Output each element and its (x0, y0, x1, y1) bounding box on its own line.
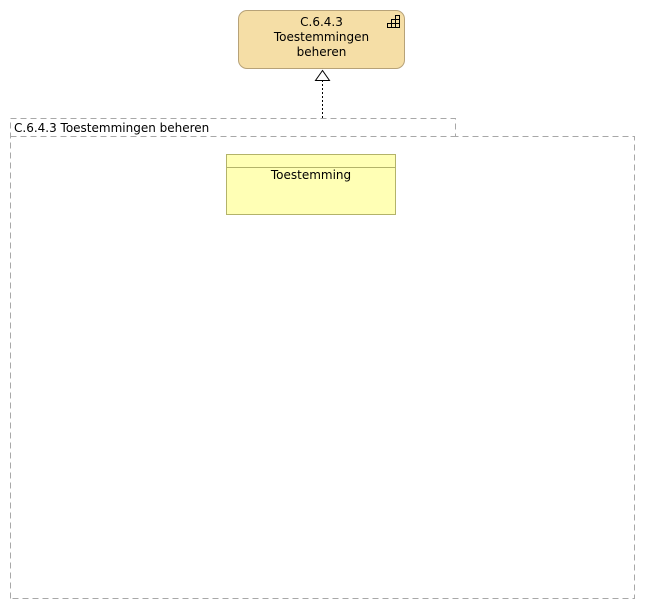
business-object-label: Toestemming (270, 168, 352, 182)
grouping-label: C.6.4.3 Toestemmingen beheren (14, 121, 210, 135)
capability-label-line-2: Toestemmingen (273, 30, 370, 44)
capability-label: C.6.4.3 Toestemmingen beheren (257, 15, 386, 60)
capability-icon (387, 15, 400, 28)
capability-element[interactable]: C.6.4.3 Toestemmingen beheren (238, 10, 405, 69)
capability-label-line-1: C.6.4.3 (300, 15, 343, 29)
business-object-element[interactable]: Toestemming (226, 154, 396, 215)
business-object-header (227, 155, 395, 168)
capability-label-line-3: beheren (296, 45, 347, 59)
